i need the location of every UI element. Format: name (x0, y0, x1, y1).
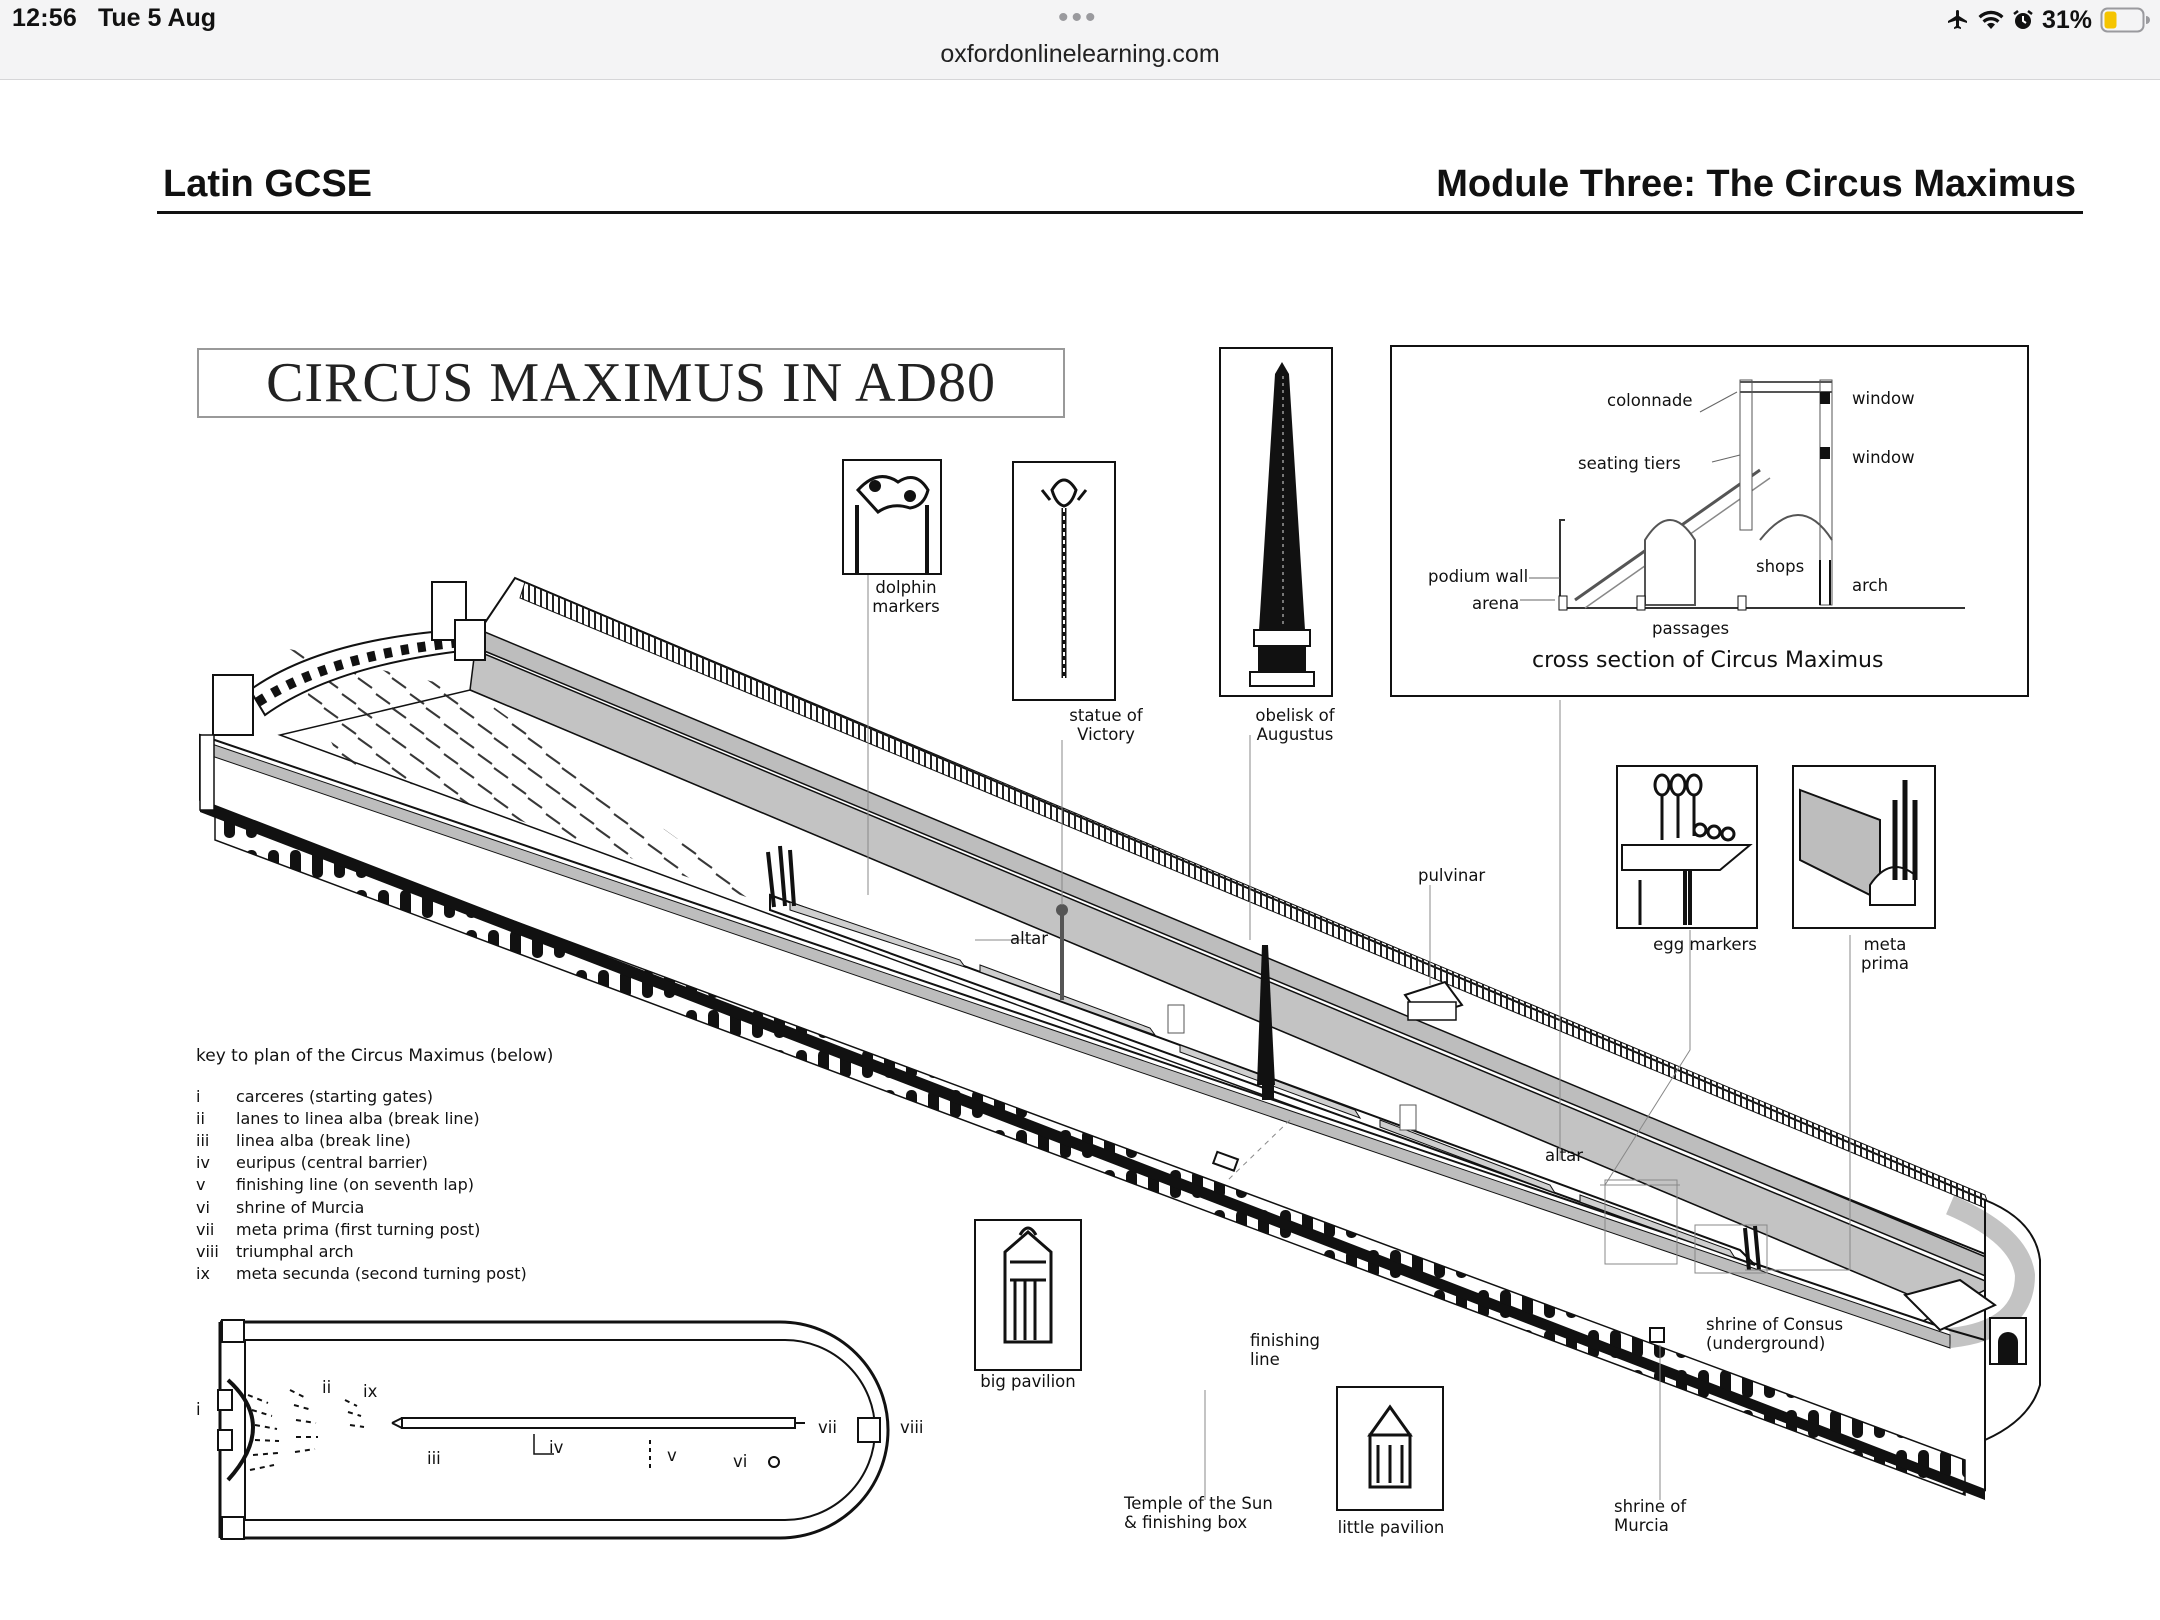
label-shrine-of-murcia: shrine of Murcia (1614, 1497, 1687, 1535)
status-date: Tue 5 Aug (98, 4, 217, 32)
dolphin-markers-inset (842, 459, 942, 575)
airplane-mode-icon (1947, 10, 1967, 29)
label-passages: passages (1652, 619, 1730, 638)
cross-section-title: cross section of Circus Maximus (1532, 648, 1884, 673)
label-arch: arch (1852, 576, 1889, 595)
label-podium-wall: podium wall (1428, 567, 1529, 586)
obelisk-inset (1219, 347, 1333, 697)
label-obelisk: obelisk of Augustus (1255, 706, 1335, 744)
plan-label-viii: viii (900, 1418, 924, 1437)
label-shrine-of-consus: shrine of Consus (underground) (1706, 1315, 1844, 1353)
meta-prima-inset (1792, 765, 1936, 929)
label-arena: arena (1472, 594, 1520, 613)
label-seating-tiers: seating tiers (1578, 454, 1681, 473)
label-pulvinar: pulvinar (1418, 866, 1486, 885)
battery-percent: 31% (2041, 5, 2092, 34)
battery-icon (2100, 7, 2150, 33)
far-grandstand (468, 576, 2032, 1311)
status-icons: 31% (1946, 4, 2150, 36)
label-temple-of-the-sun: Temple of the Sun & finishing box (1124, 1494, 1273, 1532)
plan-label-i: i (196, 1400, 201, 1419)
plan-label-v: v (667, 1446, 677, 1465)
label-meta-prima: meta prima (1860, 935, 1910, 973)
starting-lanes (285, 648, 770, 905)
module-title: Module Three: The Circus Maximus (1436, 163, 2076, 205)
carceres (212, 581, 486, 736)
diagram-title: CIRCUS MAXIMUS IN AD80 (197, 348, 1065, 418)
label-little-pavilion: little pavilion (1337, 1518, 1445, 1537)
label-colonnade: colonnade (1607, 391, 1693, 410)
leader-lines (867, 575, 1851, 1500)
label-statue-of-victory: statue of Victory (1069, 706, 1143, 744)
status-bar: 12:56 Tue 5 Aug ••• oxfordonlinelearning… (0, 0, 2160, 80)
label-altar-1: altar (1010, 929, 1049, 948)
multitasking-dots-icon[interactable]: ••• (1058, 1, 1099, 34)
egg-markers-inset (1616, 765, 1758, 929)
curved-end (1903, 1195, 2041, 1442)
little-pavilion-inset (1336, 1386, 1444, 1511)
label-egg-markers: egg markers (1653, 935, 1757, 954)
wifi-icon (1978, 10, 2004, 29)
label-window-upper: window (1852, 389, 1915, 408)
label-shops: shops (1756, 557, 1805, 576)
euripus (766, 845, 1761, 1271)
plan-label-iii: iii (427, 1449, 441, 1468)
status-time: 12:56 (12, 4, 77, 32)
near-grandstand (199, 733, 1986, 1500)
murcia-marker (1649, 1327, 1665, 1343)
course-title: Latin GCSE (163, 163, 373, 205)
plan-label-iv: iv (549, 1438, 564, 1457)
cross-section-inset (1390, 345, 2029, 697)
label-finishing-line: finishing line (1250, 1331, 1321, 1369)
pulvinar-box (1403, 980, 1464, 1021)
big-pavilion-inset (974, 1219, 1082, 1371)
statue-of-victory-inset (1012, 461, 1116, 701)
header-divider (157, 211, 2083, 214)
address-bar-url[interactable]: oxfordonlinelearning.com (940, 40, 1220, 68)
label-big-pavilion: big pavilion (980, 1372, 1076, 1391)
label-dolphin-markers: dolphin markers (872, 578, 940, 616)
label-window-lower: window (1852, 448, 1915, 467)
label-altar-2: altar (1545, 1146, 1584, 1165)
plan-label-vii: vii (818, 1418, 837, 1437)
key-heading: key to plan of the Circus Maximus (below… (196, 1046, 554, 1066)
alarm-clock-icon (2013, 10, 2033, 29)
circus-plan (217, 1319, 890, 1540)
plan-label-ix: ix (363, 1382, 378, 1401)
plan-label-vi: vi (733, 1452, 748, 1471)
plan-label-ii: ii (322, 1378, 332, 1397)
